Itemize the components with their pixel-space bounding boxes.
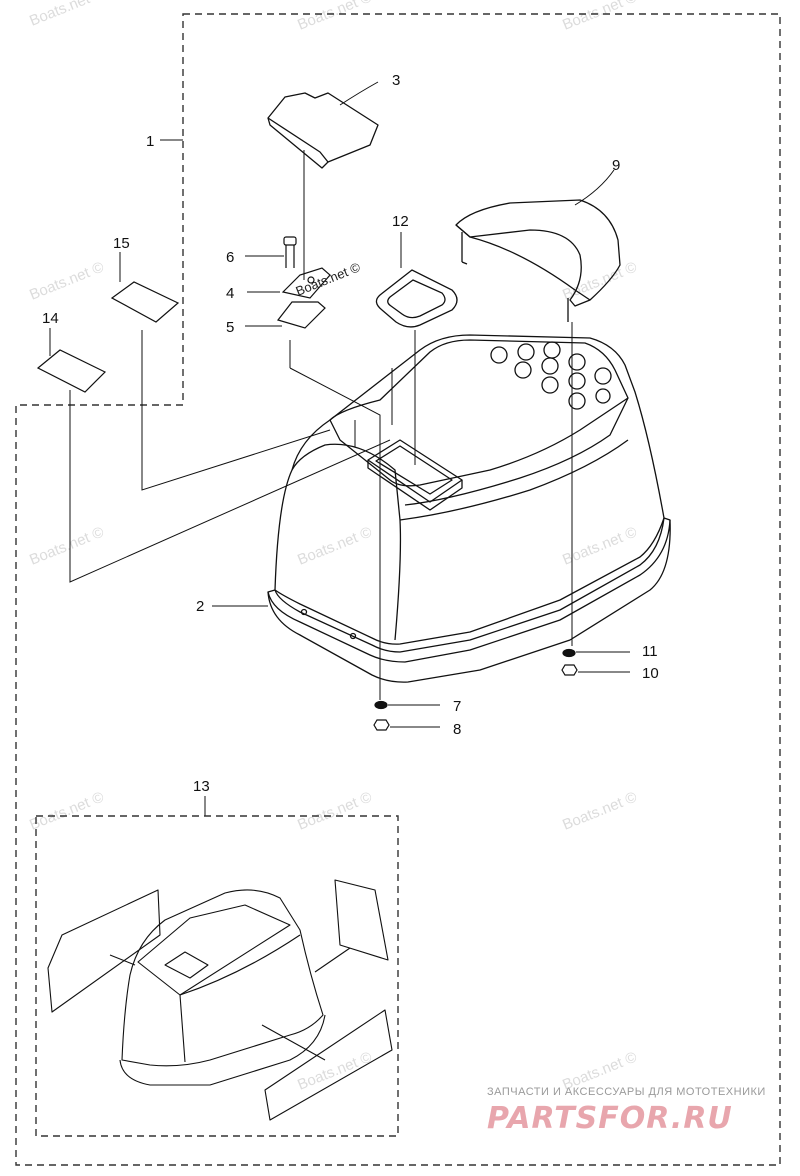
callout-1: 1 [146,133,154,150]
decal-set-box [35,815,399,1137]
fasteners [373,648,578,731]
leader-lines [49,81,630,816]
grommet [375,269,458,328]
callout-2: 2 [196,598,204,615]
callout-6: 6 [226,249,234,266]
callout-8: 8 [453,721,461,738]
hook-plate [267,92,379,169]
watermark: Boats.net © [27,523,106,568]
brand-banner: ЗАПЧАСТИ И АКСЕССУАРЫ ДЛЯ МОТОТЕХНИКИ PA… [487,1086,766,1136]
watermark: Boats.net © [295,788,374,833]
watermark: Boats.net © [560,0,639,34]
watermark-layer: Boats.net © Boats.net © Boats.net © Boat… [27,0,639,1094]
callout-3: 3 [392,72,400,89]
callout-10: 10 [642,665,659,682]
watermark: Boats.net © [295,1048,374,1093]
rear-cover [455,199,621,322]
watermark: Boats.net © [295,0,374,34]
callout-11: 11 [642,643,658,660]
decal-set-illustration [47,879,393,1121]
watermark: Boats.net © [295,523,374,568]
decal-14 [36,349,107,393]
callout-14: 14 [42,310,59,327]
callout-12: 12 [392,213,409,230]
watermark: Boats.net © [27,0,106,30]
latch-assembly [276,236,331,329]
decals [36,281,180,393]
banner-logo: PARTSFOR.RU [487,1101,733,1136]
callouts: 1 2 3 4 5 6 7 8 9 10 11 12 13 14 15 [42,72,659,795]
callout-13: 13 [193,778,210,795]
assembly-boundary [15,13,781,1166]
callout-5: 5 [226,319,234,336]
callout-7: 7 [453,698,461,715]
decal-15 [110,281,180,323]
banner-tagline: ЗАПЧАСТИ И АКСЕССУАРЫ ДЛЯ МОТОТЕХНИКИ [487,1086,766,1098]
watermark: Boats.net © [27,258,106,303]
top-cowling [267,334,671,683]
callout-4: 4 [226,285,234,302]
callout-15: 15 [113,235,130,252]
watermark: Boats.net © [27,788,106,833]
watermark: Boats.net © [560,788,639,833]
callout-9: 9 [612,157,620,174]
